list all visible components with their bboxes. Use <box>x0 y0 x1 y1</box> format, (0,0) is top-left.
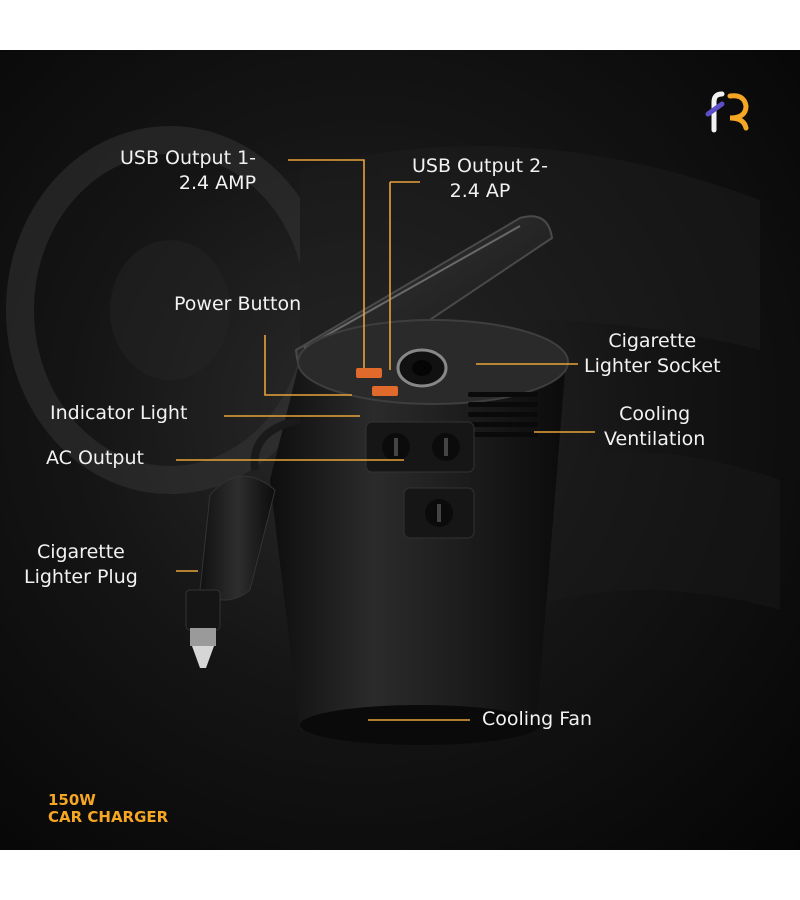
usb-ports <box>356 368 398 396</box>
callout-cigarette-lighter-socket: Cigarette Lighter Socket <box>584 330 721 377</box>
callout-usb-output-1: USB Output 1- 2.4 AMP <box>120 147 257 194</box>
product-headline: 150W CAR CHARGER <box>48 791 169 826</box>
callout-cigarette-lighter-plug: Cigarette Lighter Plug <box>24 541 138 588</box>
ventilation-slots <box>468 392 538 437</box>
product-image: USB Output 1- 2.4 AMP USB Output 2- 2.4 … <box>0 50 800 850</box>
lighter-socket <box>396 348 448 388</box>
lapcare-logo-icon <box>700 84 760 144</box>
callout-ac-output: AC Output <box>46 447 144 469</box>
callout-leader-lines <box>176 159 595 721</box>
callout-cooling-fan: Cooling Fan <box>482 708 593 730</box>
callout-cooling-ventilation: Cooling Ventilation <box>604 403 706 450</box>
callout-usb-output-2: USB Output 2- 2.4 AP <box>412 155 549 202</box>
cigarette-lighter-plug <box>185 416 301 668</box>
callout-power-button: Power Button <box>174 293 302 315</box>
product-illustration <box>6 126 780 745</box>
callout-indicator-light: Indicator Light <box>50 402 188 424</box>
